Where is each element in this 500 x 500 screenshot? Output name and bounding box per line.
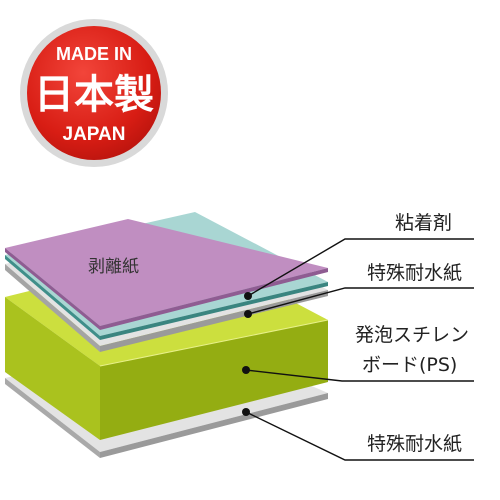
adhesive-leader — [247, 238, 474, 297]
badge-bottom-text: JAPAN — [63, 124, 126, 145]
badge-circle — [27, 26, 161, 160]
waterproof-bottom-dot — [242, 408, 250, 416]
release-paper-label: 剥離紙 — [88, 257, 139, 277]
made-in-japan-badge: MADE IN 日本製 JAPAN — [20, 19, 168, 167]
adhesive-dot — [244, 292, 252, 300]
foam-dot — [242, 366, 250, 374]
foam-leader — [245, 369, 474, 382]
foam-callout-label-line1: 発泡スチレン — [355, 324, 469, 346]
waterproof-bottom-leader — [245, 411, 474, 461]
badge-middle-text: 日本製 — [34, 72, 154, 118]
foam-callout-label-line2: ボード(PS) — [362, 354, 457, 376]
adhesive-callout-label: 粘着剤 — [395, 212, 452, 234]
waterproof-top-leader — [247, 287, 474, 315]
waterproof-top-dot — [244, 310, 252, 318]
release-paper-layer: 剥離紙 — [5, 219, 328, 330]
callout-dots — [242, 292, 252, 416]
badge-top-text: MADE IN — [56, 44, 132, 64]
callout-leaders — [245, 238, 474, 461]
waterproof-top-callout-label: 特殊耐水紙 — [367, 262, 462, 284]
waterproof-bottom-callout-label: 特殊耐水紙 — [367, 433, 462, 455]
